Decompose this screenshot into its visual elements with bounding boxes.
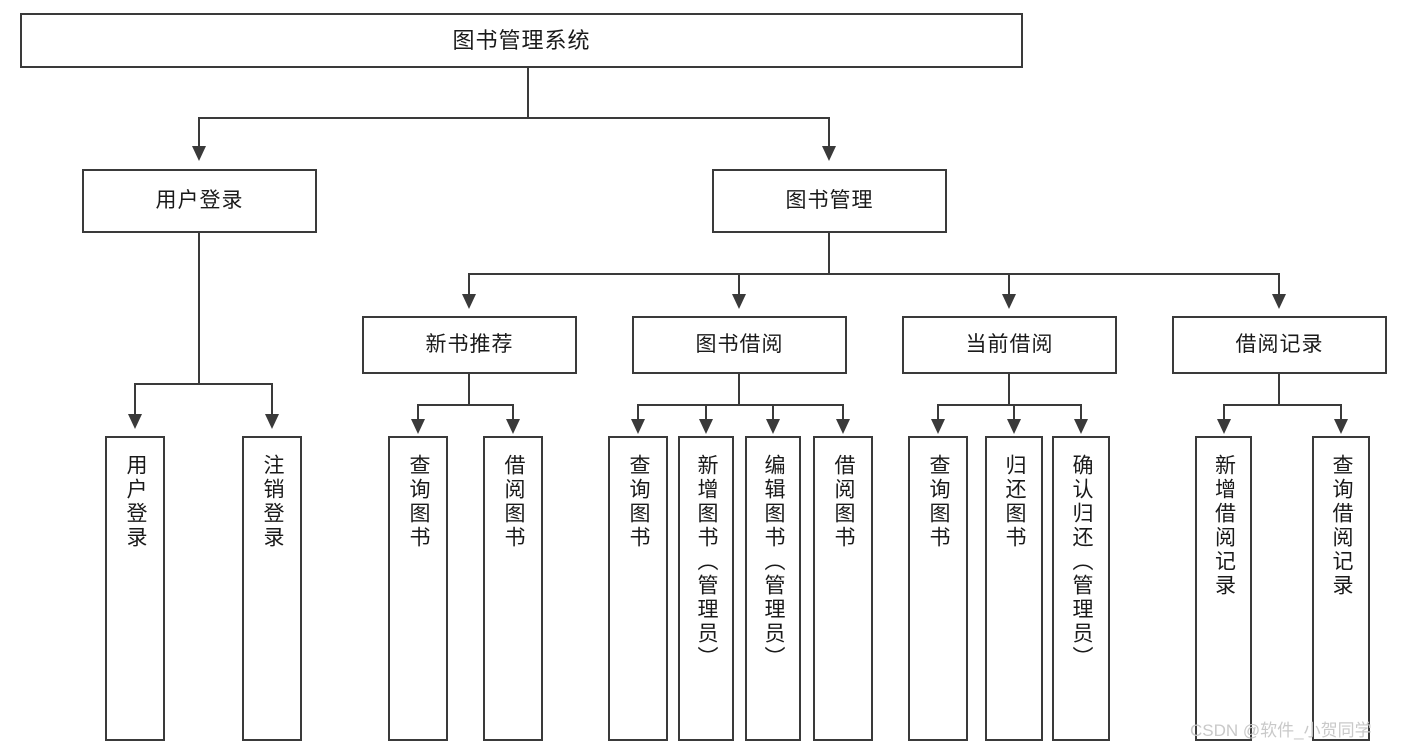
node-label: 确认归还（管理员） xyxy=(1070,454,1094,670)
connector-root-to-user-login xyxy=(198,117,200,147)
arrow-user-login-to-leaf-0 xyxy=(128,414,142,429)
connector-root-stem xyxy=(527,68,529,117)
connector-user-login-to-leaf-1 xyxy=(271,383,273,415)
connector-borrow-record-bus xyxy=(1223,404,1341,406)
arrow-book-borrow-to-leaf-3 xyxy=(836,419,850,434)
arrow-current-borrow-to-leaf-2 xyxy=(1074,419,1088,434)
connector-book-mgmt-to-group-3 xyxy=(1278,273,1280,295)
arrow-new-book-to-leaf-0 xyxy=(411,419,425,434)
node-label: 图书借阅 xyxy=(695,332,784,356)
node-leaf-borrow-record-query[interactable]: 查询借阅记录 xyxy=(1312,436,1370,741)
arrow-new-book-to-leaf-1 xyxy=(506,419,520,434)
node-label: 当前借阅 xyxy=(965,332,1054,356)
connector-borrow-record-to-leaf-1 xyxy=(1340,404,1342,420)
connector-user-login-to-leaf-0 xyxy=(134,383,136,415)
node-leaf-current-borrow-return[interactable]: 归还图书 xyxy=(985,436,1043,741)
node-group-current-borrow[interactable]: 当前借阅 xyxy=(902,316,1117,374)
connector-new-book-bus xyxy=(417,404,513,406)
connector-root-bus xyxy=(198,117,830,119)
node-label: 新增图书（管理员） xyxy=(695,454,719,670)
connector-current-borrow-stem xyxy=(1008,374,1010,404)
node-label: 图书管理 xyxy=(785,188,874,212)
connector-borrow-record-stem xyxy=(1278,374,1280,404)
connector-new-book-stem xyxy=(468,374,470,404)
connector-user-login-bus xyxy=(134,383,271,385)
connector-new-book-to-leaf-1 xyxy=(512,404,514,420)
node-label: 注销登录 xyxy=(261,454,285,550)
arrow-book-borrow-to-leaf-1 xyxy=(699,419,713,434)
node-leaf-book-borrow-edit[interactable]: 编辑图书（管理员） xyxy=(745,436,801,741)
connector-current-borrow-bus xyxy=(937,404,1081,406)
node-label: 编辑图书（管理员） xyxy=(762,454,786,670)
node-label: 查询图书 xyxy=(927,454,951,550)
connector-book-mgmt-to-group-1 xyxy=(738,273,740,295)
node-branch-user-login[interactable]: 用户登录 xyxy=(82,169,317,233)
node-leaf-current-borrow-confirm[interactable]: 确认归还（管理员） xyxy=(1052,436,1110,741)
arrow-borrow-record-to-leaf-1 xyxy=(1334,419,1348,434)
arrow-user-login-to-leaf-1 xyxy=(265,414,279,429)
node-label: 借阅图书 xyxy=(502,454,526,550)
connector-borrow-record-to-leaf-0 xyxy=(1223,404,1225,420)
node-label: 图书管理系统 xyxy=(452,27,591,53)
node-leaf-book-borrow-add[interactable]: 新增图书（管理员） xyxy=(678,436,734,741)
arrow-root-to-user-login xyxy=(192,146,206,161)
connector-current-borrow-to-leaf-1 xyxy=(1013,404,1015,420)
arrow-book-borrow-to-leaf-2 xyxy=(766,419,780,434)
connector-book-mgmt-bus xyxy=(468,273,1280,275)
node-group-new-book-recommend[interactable]: 新书推荐 xyxy=(362,316,577,374)
connector-current-borrow-to-leaf-2 xyxy=(1080,404,1082,420)
node-leaf-new-book-borrow[interactable]: 借阅图书 xyxy=(483,436,543,741)
arrow-book-mgmt-to-group-3 xyxy=(1272,294,1286,309)
node-leaf-user-login-logout[interactable]: 注销登录 xyxy=(242,436,302,741)
node-label: 查询图书 xyxy=(627,454,651,550)
watermark-text: CSDN @软件_小贺同学 xyxy=(1190,721,1372,740)
connector-book-borrow-to-leaf-2 xyxy=(772,404,774,420)
connector-book-borrow-to-leaf-1 xyxy=(705,404,707,420)
node-leaf-user-login-login[interactable]: 用户登录 xyxy=(105,436,165,741)
node-label: 借阅记录 xyxy=(1235,332,1324,356)
node-label: 借阅图书 xyxy=(832,454,856,550)
node-group-book-borrow[interactable]: 图书借阅 xyxy=(632,316,847,374)
arrow-borrow-record-to-leaf-0 xyxy=(1217,419,1231,434)
node-label: 新增借阅记录 xyxy=(1212,454,1236,598)
node-label: 用户登录 xyxy=(155,188,244,212)
node-leaf-book-borrow-query[interactable]: 查询图书 xyxy=(608,436,668,741)
node-root-system[interactable]: 图书管理系统 xyxy=(20,13,1023,68)
node-leaf-current-borrow-query[interactable]: 查询图书 xyxy=(908,436,968,741)
connector-current-borrow-to-leaf-0 xyxy=(937,404,939,420)
node-leaf-new-book-query[interactable]: 查询图书 xyxy=(388,436,448,741)
arrow-current-borrow-to-leaf-0 xyxy=(931,419,945,434)
connector-book-borrow-to-leaf-0 xyxy=(637,404,639,420)
node-label: 查询借阅记录 xyxy=(1330,454,1354,598)
node-leaf-book-borrow-borrow[interactable]: 借阅图书 xyxy=(813,436,873,741)
arrow-book-mgmt-to-group-2 xyxy=(1002,294,1016,309)
node-branch-book-management[interactable]: 图书管理 xyxy=(712,169,947,233)
connector-book-borrow-to-leaf-3 xyxy=(842,404,844,420)
arrow-book-mgmt-to-group-1 xyxy=(732,294,746,309)
arrow-root-to-book-mgmt xyxy=(822,146,836,161)
node-label: 用户登录 xyxy=(124,454,148,550)
node-leaf-borrow-record-add[interactable]: 新增借阅记录 xyxy=(1195,436,1252,741)
arrow-book-borrow-to-leaf-0 xyxy=(631,419,645,434)
node-label: 新书推荐 xyxy=(425,332,514,356)
arrow-current-borrow-to-leaf-1 xyxy=(1007,419,1021,434)
connector-book-mgmt-to-group-2 xyxy=(1008,273,1010,295)
connector-book-borrow-stem xyxy=(738,374,740,404)
node-label: 归还图书 xyxy=(1003,454,1027,550)
node-group-borrow-record[interactable]: 借阅记录 xyxy=(1172,316,1387,374)
connector-new-book-to-leaf-0 xyxy=(417,404,419,420)
connector-root-to-book-mgmt xyxy=(828,117,830,147)
connector-book-mgmt-to-group-0 xyxy=(468,273,470,295)
arrow-book-mgmt-to-group-0 xyxy=(462,294,476,309)
node-label: 查询图书 xyxy=(407,454,431,550)
connector-book-borrow-bus xyxy=(637,404,844,406)
connector-book-mgmt-stem xyxy=(828,233,830,273)
connector-user-login-stem xyxy=(198,233,200,383)
